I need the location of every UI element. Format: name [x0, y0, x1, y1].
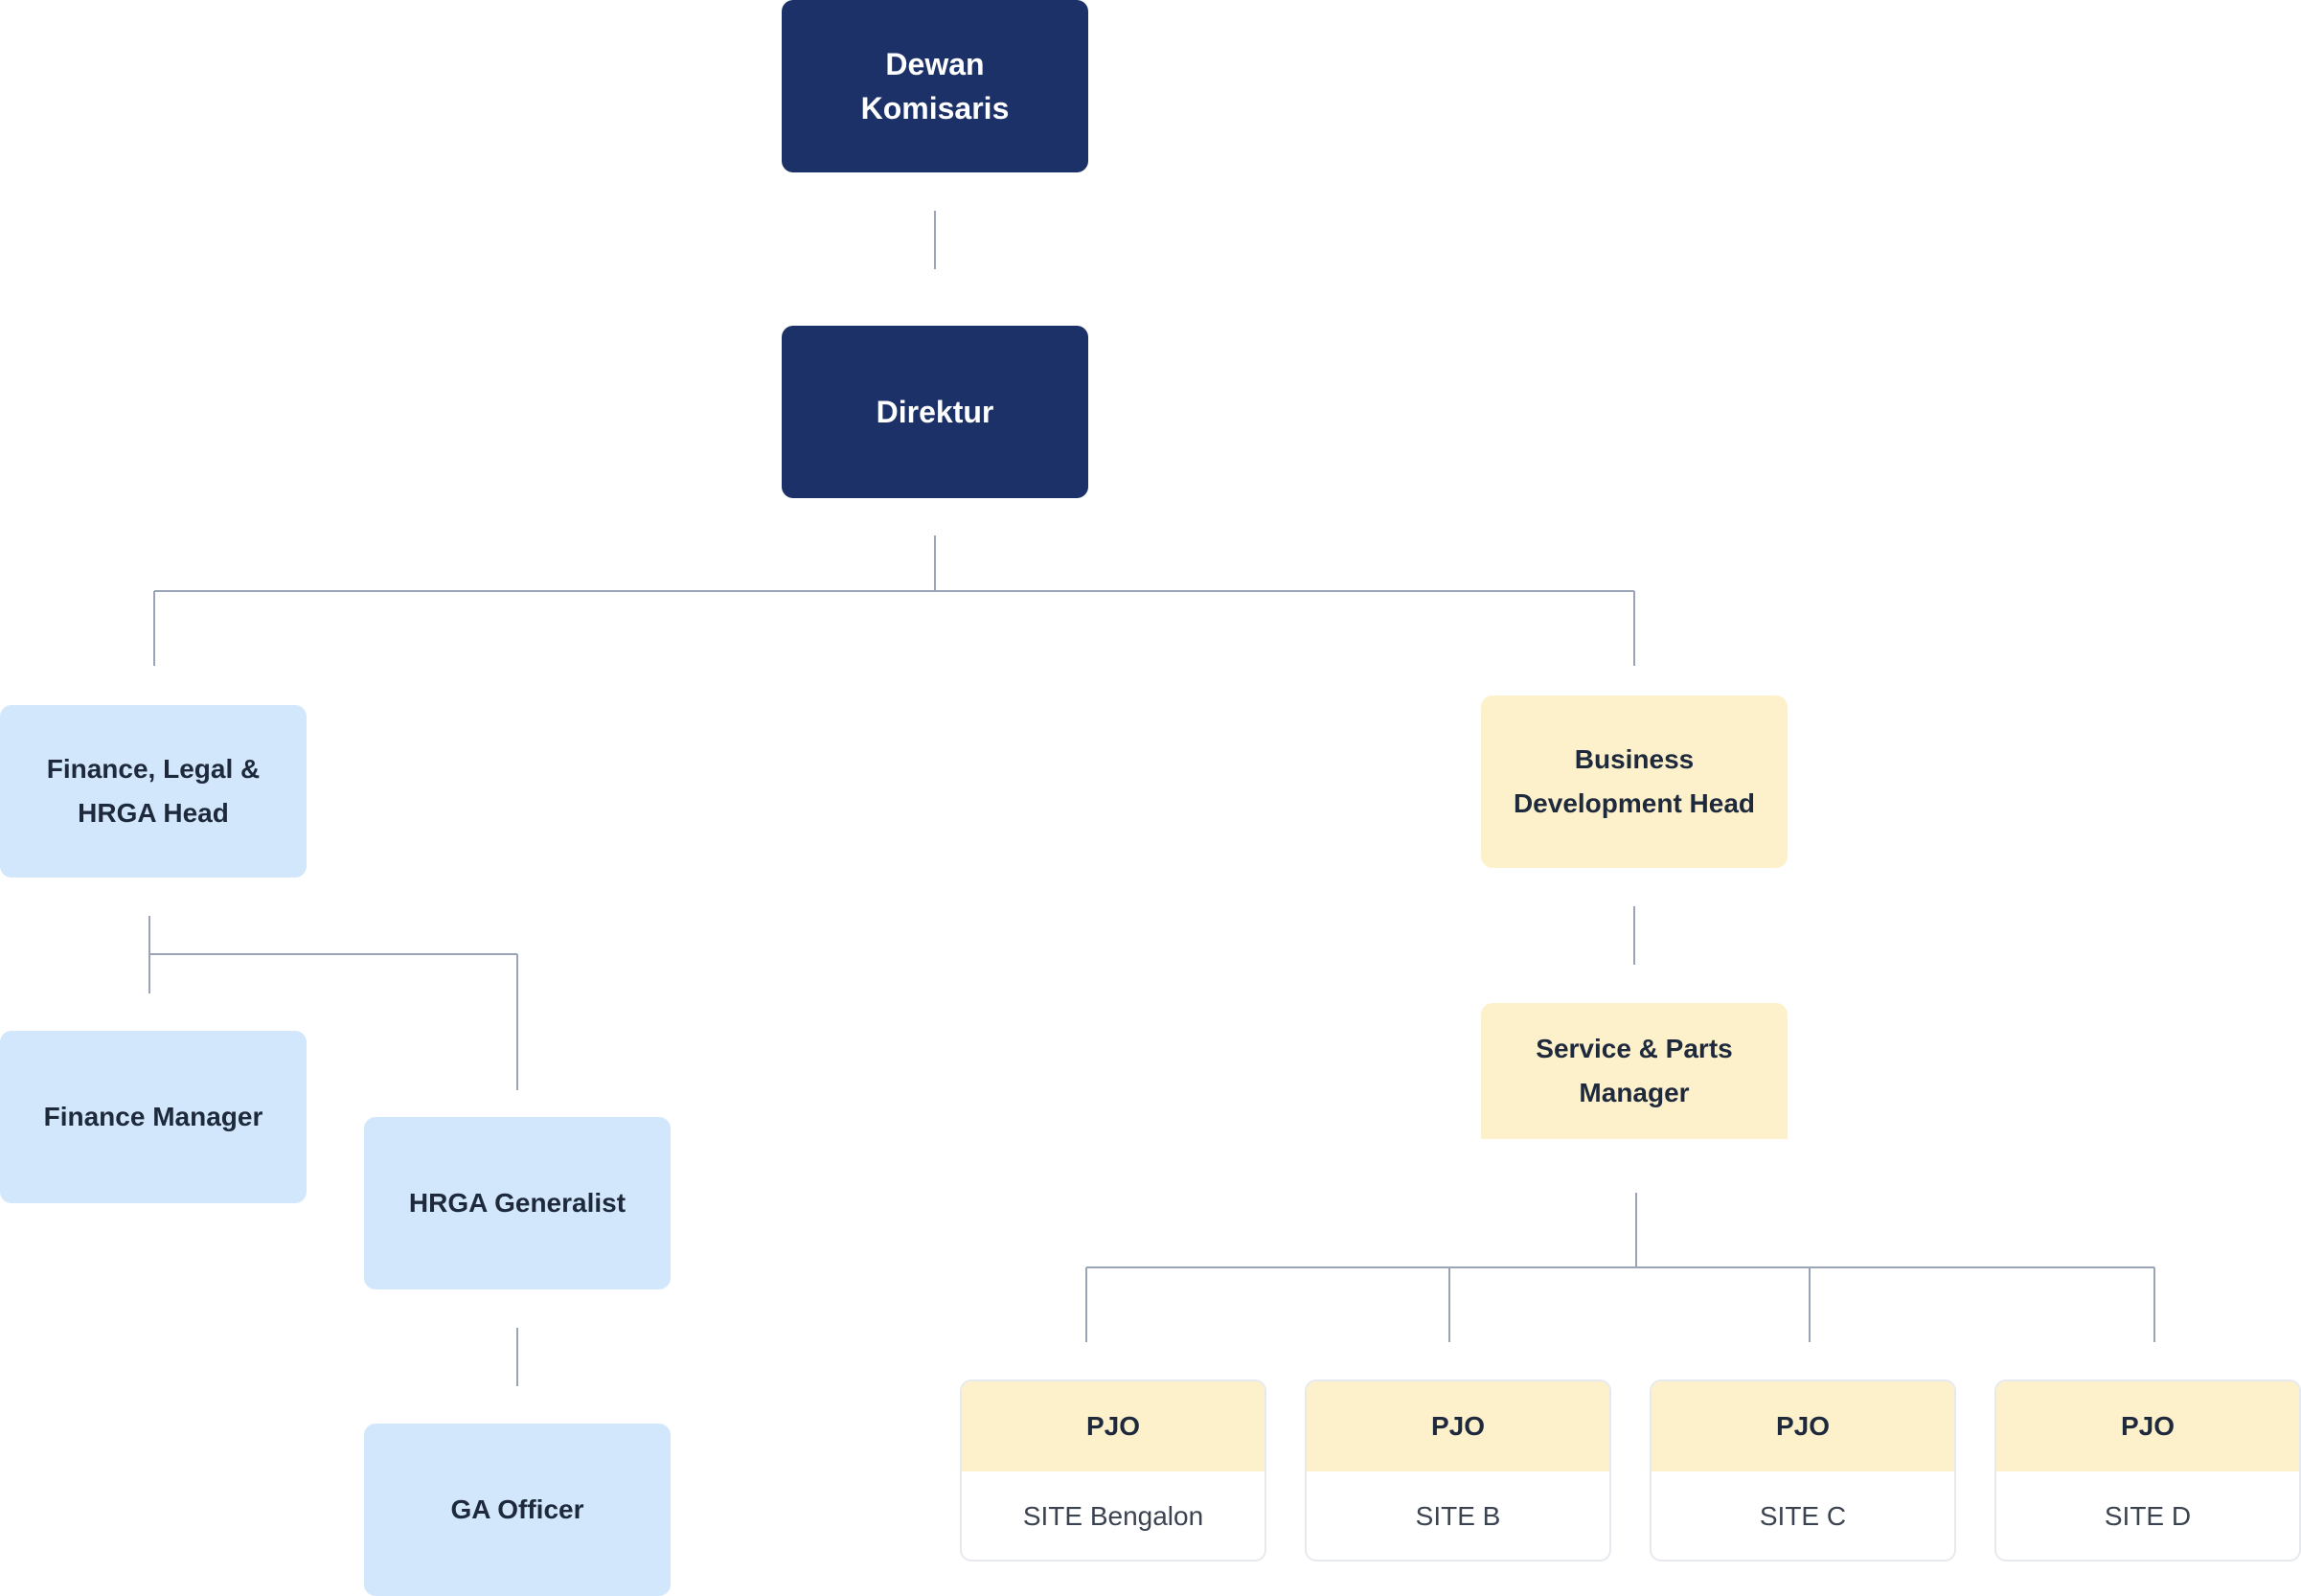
node-label: Business Development Head	[1513, 744, 1756, 818]
node-pjo-site-2: PJO SITE B	[1305, 1379, 1611, 1562]
node-label: Dewan Komisaris	[860, 47, 1010, 125]
pjo-title: PJO	[962, 1381, 1264, 1471]
node-pjo-site-4: PJO SITE D	[1994, 1379, 2301, 1562]
pjo-title: PJO	[1307, 1381, 1609, 1471]
node-label: Direktur	[876, 395, 994, 429]
node-label: Finance Manager	[43, 1102, 263, 1131]
node-hrga-generalist: HRGA Generalist	[364, 1117, 671, 1289]
node-finance-manager: Finance Manager	[0, 1031, 307, 1203]
node-pjo-site-3: PJO SITE C	[1650, 1379, 1956, 1562]
node-ga-officer: GA Officer	[364, 1424, 671, 1596]
pjo-title: PJO	[1652, 1381, 1954, 1471]
pjo-site-label: SITE B	[1415, 1501, 1501, 1531]
node-label: Finance, Legal & HRGA Head	[46, 754, 261, 828]
node-service-parts-manager: Service & Parts Manager	[1481, 1003, 1788, 1139]
node-label: Service & Parts Manager	[1536, 1034, 1733, 1107]
node-pjo-site-1: PJO SITE Bengalon	[960, 1379, 1266, 1562]
pjo-title: PJO	[1996, 1381, 2299, 1471]
pjo-site-label: SITE D	[2104, 1501, 2192, 1531]
node-label: GA Officer	[450, 1494, 584, 1524]
pjo-site-label: SITE C	[1759, 1501, 1847, 1531]
pjo-site-label: SITE Bengalon	[1022, 1501, 1204, 1531]
node-dewan-komisaris: Dewan Komisaris	[782, 0, 1088, 172]
node-business-development-head: Business Development Head	[1481, 695, 1788, 868]
node-label: HRGA Generalist	[408, 1188, 627, 1218]
node-direktur: Direktur	[782, 326, 1088, 498]
node-finance-legal-hrga-head: Finance, Legal & HRGA Head	[0, 705, 307, 878]
